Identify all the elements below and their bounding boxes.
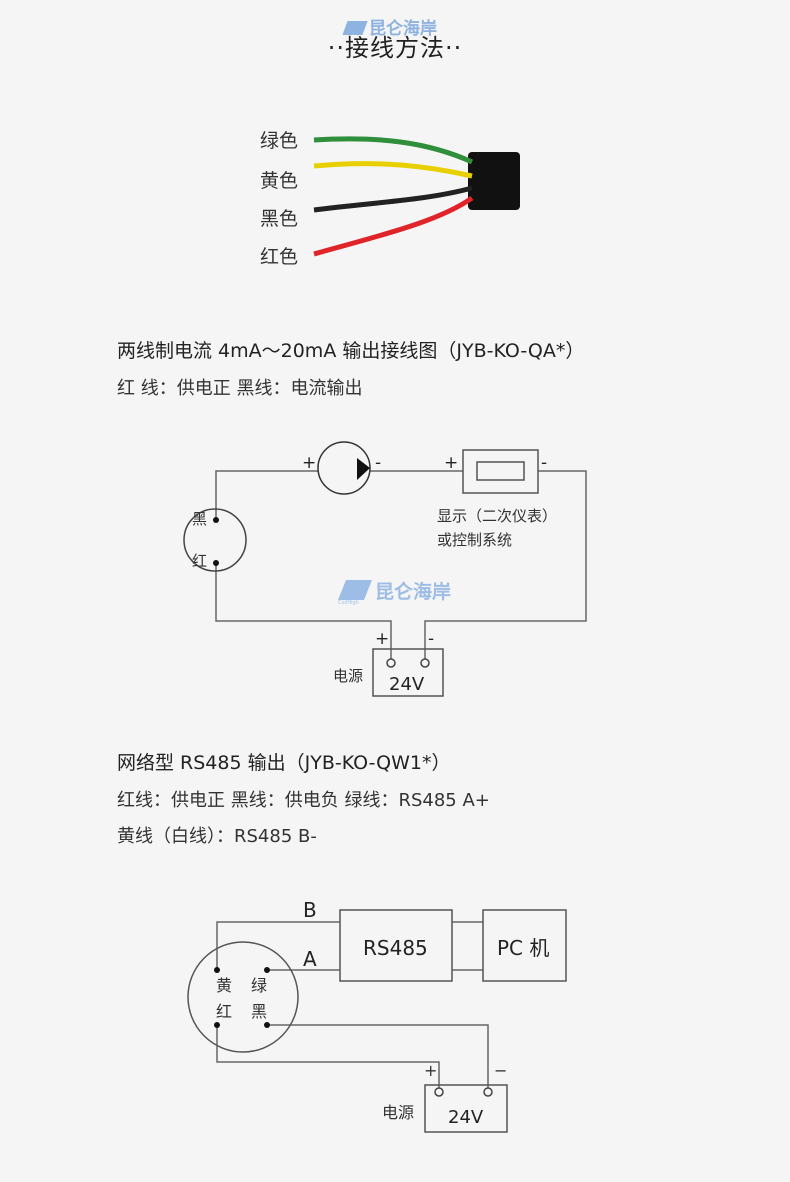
diagram-label: +: [444, 453, 458, 473]
wire-label-yellow: 黄色: [260, 170, 299, 192]
diagram-shape: [264, 967, 270, 973]
cable-photo: 绿色 黄色 黑色 红色: [258, 126, 528, 276]
wire-green: [313, 136, 474, 165]
power-box: [372, 648, 444, 697]
diagram-shape: [386, 658, 396, 668]
power-value-2: 24V: [448, 1107, 484, 1128]
diagram-label: B: [303, 898, 317, 922]
diagram-shape: [215, 470, 587, 663]
sensor-connector-icon-2: [187, 941, 299, 1053]
display-box: [462, 449, 539, 494]
diagram-label: -: [375, 453, 381, 473]
wire-yellow: [313, 161, 473, 179]
diagram-shape: 黄 绿 红 黑 + − 电源: [216, 976, 507, 1122]
section1-heading: 两线制电流 4mA～20mA 输出接线图（JYB-KO-QA*）: [117, 340, 585, 362]
cable-drawing: [313, 136, 520, 257]
diagram-label: CoilHigh: [338, 600, 359, 606]
pc-label: PC 机: [497, 936, 549, 960]
diagram-label: A: [303, 947, 317, 971]
rs485-box: [339, 909, 453, 982]
diagram-label: −: [494, 1061, 507, 1080]
diagram-shape: [214, 1022, 220, 1028]
power-box-2: [424, 1084, 508, 1133]
diagram-shape: [483, 1087, 493, 1097]
label-red: 红: [192, 552, 207, 570]
diagram-shape: [213, 560, 219, 566]
section2-desc-1: 红线：供电正 黑线：供电负 绿线：RS485 A+: [117, 790, 490, 811]
diagram-shape: [214, 967, 220, 973]
diagram-shape: B A RS485 PC 机: [303, 898, 549, 971]
page-title: ··接线方法··: [327, 34, 463, 62]
section2-desc-2: 黄线（白线）：RS485 B-: [117, 826, 317, 847]
wire-label-black: 黑色: [260, 208, 299, 230]
diagram-label: -: [541, 453, 547, 473]
diagram-label: 黄: [216, 976, 232, 995]
wire-black: [313, 185, 473, 213]
power-value: 24V: [389, 674, 425, 695]
display-screen: [476, 461, 525, 481]
arrow-icon: [357, 458, 370, 480]
display-label-2: 或控制系统: [437, 531, 512, 549]
diagram-shape: + - + - + -: [302, 453, 547, 649]
diagram-shape: [213, 517, 219, 523]
diagram-shape: [216, 921, 489, 1092]
pc-box: [482, 909, 567, 982]
diagram-label: 黑: [251, 1002, 267, 1021]
diagram-shape: [420, 658, 430, 668]
cable-jacket: [468, 152, 520, 210]
diagram-label: 红: [216, 1002, 232, 1021]
display-label: 显示（二次仪表）: [437, 507, 557, 525]
wire-red: [313, 195, 474, 257]
diagram-shape: [338, 580, 372, 600]
diagram-label: +: [302, 453, 316, 473]
current-loop-diagram: [183, 441, 587, 697]
diagram-shape: [264, 1022, 270, 1028]
section1-desc: 红 线：供电正 黑线：电流输出: [117, 378, 363, 399]
diagram-label: 绿: [251, 976, 267, 995]
sensor-connector-icon: [183, 508, 247, 572]
rs485-label: RS485: [363, 936, 428, 960]
diagram-label: -: [428, 629, 434, 649]
diagram-label: +: [375, 629, 389, 649]
diagram-label: +: [424, 1061, 437, 1080]
label-black: 黑: [192, 510, 207, 528]
diagram-shape: [434, 1087, 444, 1097]
section2-heading: 网络型 RS485 输出（JYB-KO-QW1*）: [117, 752, 451, 774]
diagram-label: 昆仑海岸: [375, 580, 451, 603]
wire-label-red: 红色: [260, 246, 299, 268]
rs485-diagram: [187, 909, 567, 1133]
diagram-shape: 黑 红 显示（二次仪表） 或控制系统 电源: [192, 507, 557, 685]
brand-watermark-top: 昆仑海岸: [342, 14, 437, 39]
wire-label-green: 绿色: [260, 130, 299, 152]
brand-watermark-mid: 昆仑海岸 CoilHigh: [338, 580, 451, 606]
power-label: 电源: [333, 667, 363, 685]
power-label-2: 电源: [382, 1103, 414, 1122]
